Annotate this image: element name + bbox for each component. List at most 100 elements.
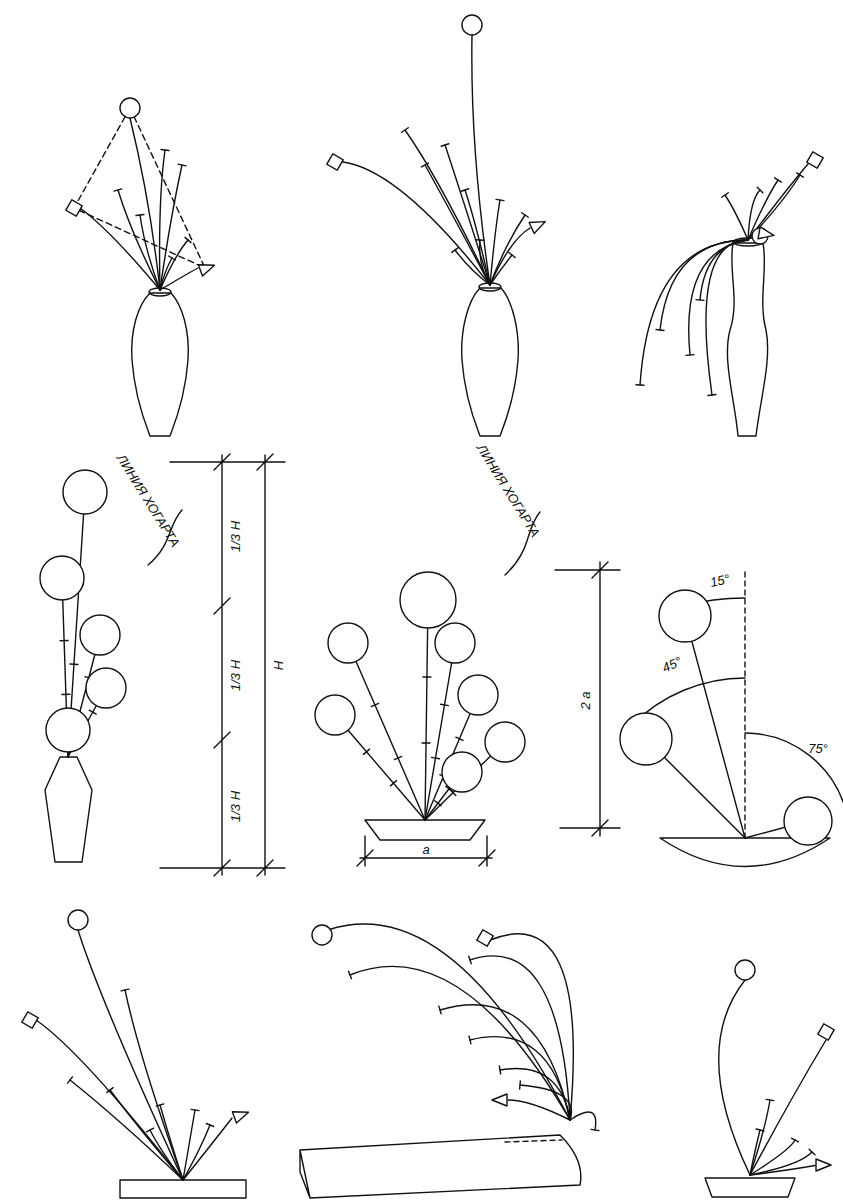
angle-arc — [745, 733, 843, 811]
stem — [570, 1112, 596, 1130]
triangle-symbol — [492, 1094, 507, 1106]
circle-symbol — [86, 668, 126, 708]
stem-tip — [757, 187, 763, 193]
stem-tip — [121, 989, 129, 991]
stem-tip — [107, 1088, 113, 1093]
stem-tip — [146, 1128, 153, 1132]
stem-tip — [191, 1109, 199, 1110]
dimension-label: 1/3 Н — [229, 659, 242, 690]
stem — [125, 990, 183, 1180]
stem — [750, 1165, 818, 1175]
stem — [425, 165, 490, 285]
hogarth-line-label: ЛИНИЯ ХОГАРТА — [114, 451, 181, 548]
stem — [183, 1118, 232, 1180]
square-symbol — [477, 930, 493, 946]
bowl — [705, 1178, 795, 1197]
stem-tip — [686, 354, 694, 356]
circle-symbol — [735, 960, 755, 980]
stem-tip — [136, 214, 144, 215]
stem-tip — [469, 956, 472, 964]
stem — [490, 255, 512, 285]
square-symbol — [818, 1024, 834, 1040]
stem-tip — [178, 164, 186, 166]
stem-tip — [422, 163, 429, 167]
dashed-line — [505, 1140, 562, 1142]
circle-symbol — [659, 590, 711, 642]
vase — [727, 243, 767, 436]
stem-tip — [722, 193, 729, 197]
stem — [455, 250, 490, 285]
stem — [750, 1040, 826, 1175]
stem — [660, 240, 748, 330]
stem-mark — [60, 640, 68, 642]
stem — [80, 208, 160, 290]
stem-tip — [708, 394, 716, 395]
stem — [470, 956, 570, 1120]
circle-symbol — [63, 470, 107, 514]
flat-base — [120, 1180, 246, 1198]
stem — [160, 150, 165, 290]
stem — [508, 1100, 570, 1120]
stem-tip — [348, 971, 351, 978]
stem — [118, 190, 160, 290]
stem — [440, 1005, 570, 1120]
stem — [78, 930, 183, 1180]
stem-tip — [161, 149, 169, 150]
stem-mark — [441, 704, 449, 705]
square-symbol — [327, 154, 343, 170]
stem-tip — [206, 1124, 213, 1127]
stem — [719, 980, 750, 1175]
stem-mark — [456, 737, 463, 740]
dimension-line — [357, 562, 620, 866]
stem — [150, 1130, 183, 1180]
circle-symbol — [315, 695, 355, 735]
stem — [130, 118, 160, 290]
stem — [160, 258, 172, 290]
circle-symbol — [442, 752, 482, 792]
circle-symbol — [435, 623, 475, 663]
stem-tip — [68, 1077, 73, 1083]
angle-label: 15° — [709, 572, 731, 589]
symbols — [22, 15, 834, 1171]
stem-mark — [435, 801, 441, 806]
circle-symbol — [312, 925, 332, 945]
triangle-symbol — [198, 260, 216, 276]
circle-symbol — [68, 910, 88, 930]
stem — [343, 162, 490, 285]
stem — [470, 1037, 570, 1120]
stem — [350, 966, 570, 1120]
stem — [140, 215, 160, 290]
stem-tip — [766, 1099, 774, 1100]
stem-tip — [156, 1104, 164, 1106]
stem-tip — [756, 1129, 764, 1131]
stem-mark — [423, 676, 431, 678]
vase — [132, 293, 189, 436]
vase — [462, 288, 519, 436]
bowl — [365, 820, 485, 840]
stem-tip — [461, 189, 469, 192]
stem-mark — [394, 756, 401, 759]
stem-tip — [499, 1066, 500, 1074]
slab — [300, 1135, 581, 1198]
stem — [750, 1130, 760, 1175]
square-symbol — [22, 1012, 38, 1028]
stem — [348, 643, 425, 820]
dimension-label: 1/3 Н — [229, 520, 242, 551]
circle-symbol — [120, 98, 140, 118]
stem-mark — [432, 757, 440, 758]
circle-symbol — [80, 615, 120, 655]
dimension-label: Н — [272, 660, 285, 669]
stems — [36, 35, 826, 1180]
square-symbol — [66, 200, 82, 216]
stem — [640, 240, 748, 385]
vertical-axis — [744, 570, 745, 838]
stem-tip — [169, 256, 176, 260]
stem-mark — [390, 781, 396, 786]
stem-mark — [371, 703, 378, 706]
circle-symbol — [462, 15, 482, 35]
stem-mark — [62, 694, 70, 696]
stem-tip — [519, 1081, 521, 1089]
stem — [328, 924, 570, 1120]
stem-tip — [656, 329, 664, 331]
